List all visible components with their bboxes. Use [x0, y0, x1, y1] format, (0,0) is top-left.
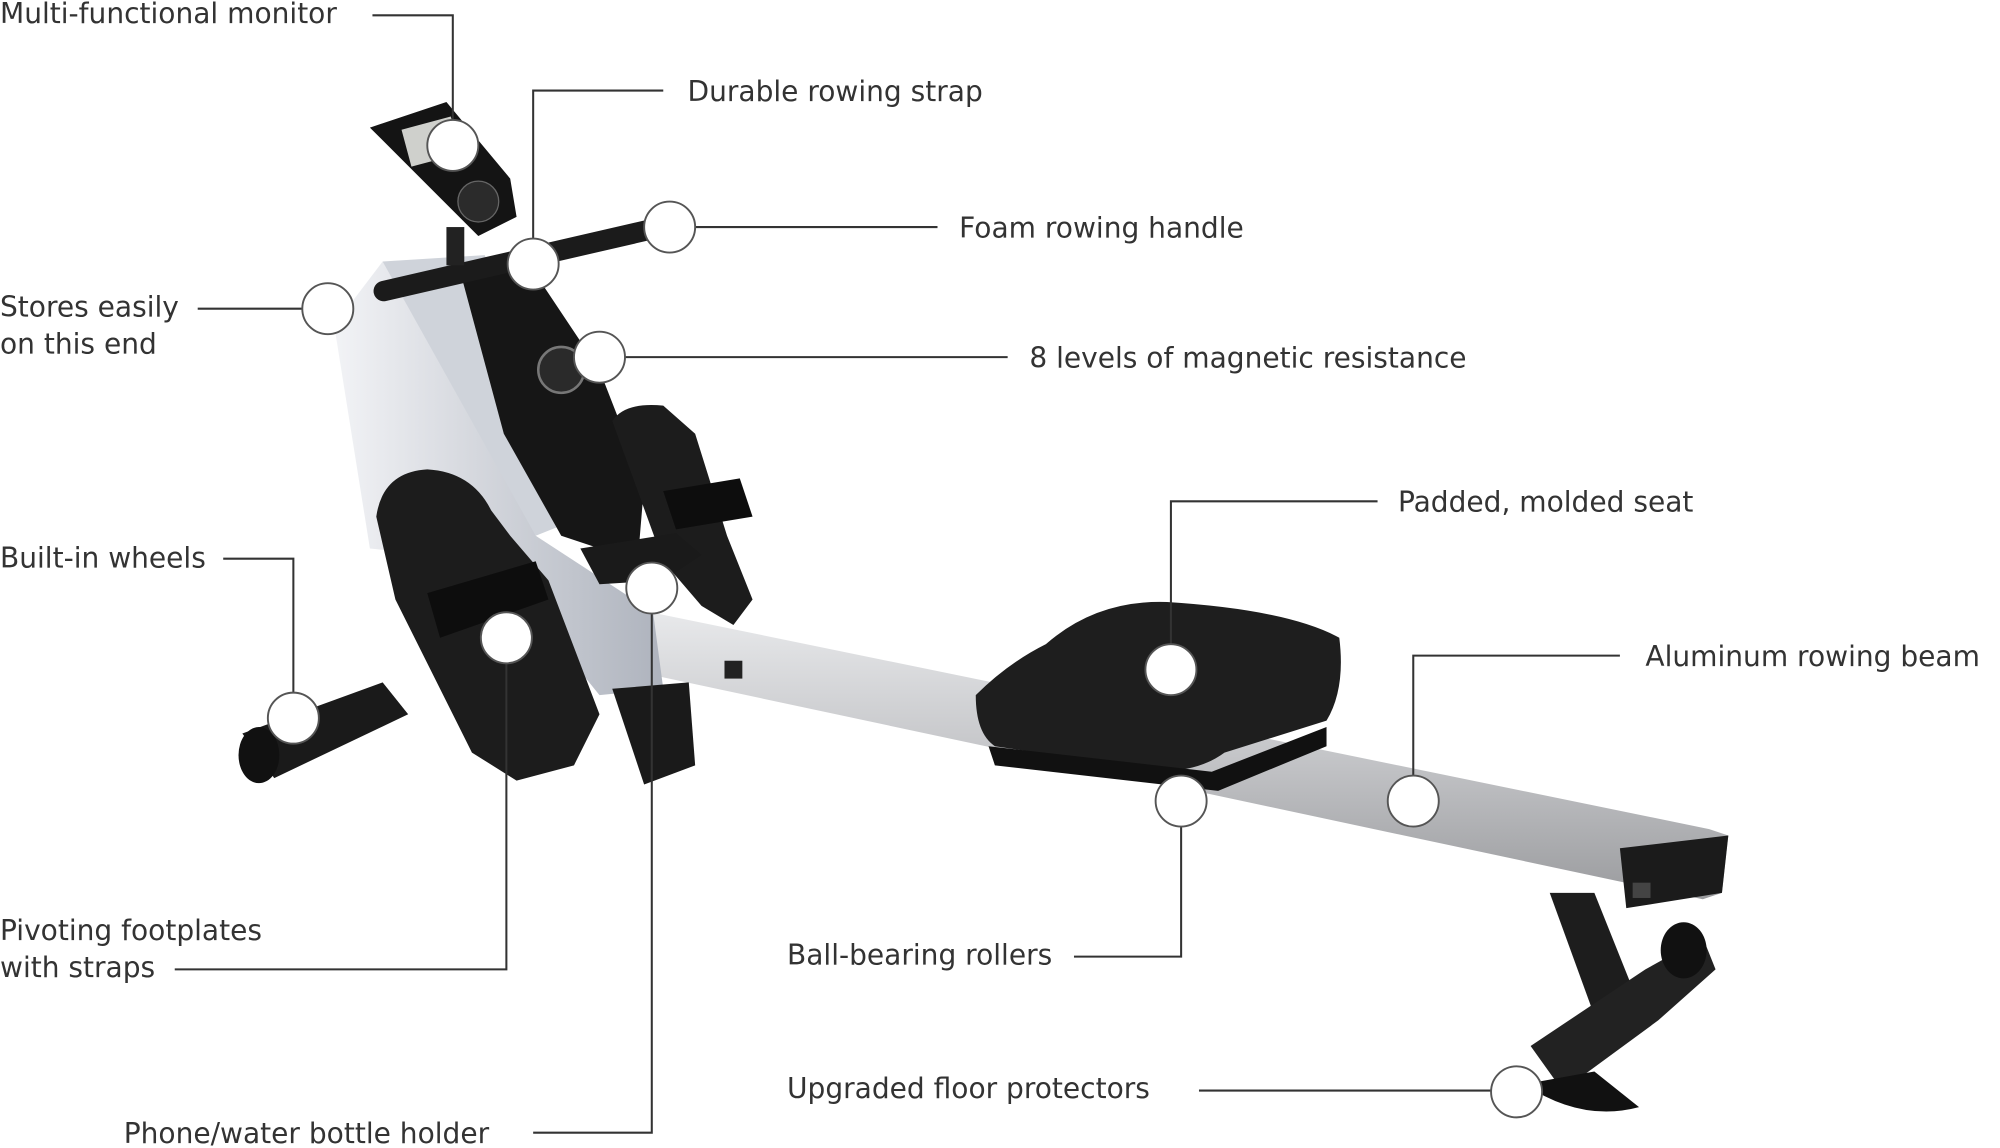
label-footplates-2: with straps	[0, 951, 155, 984]
marker-holder	[625, 561, 679, 615]
marker-rollers	[1154, 774, 1208, 828]
marker-handle	[643, 200, 697, 254]
marker-monitor	[426, 118, 480, 172]
label-beam: Aluminum rowing beam	[1645, 640, 1980, 673]
marker-footplates	[479, 611, 533, 665]
callout-lines	[174, 14, 1620, 1134]
label-footplates-1: Pivoting footplates	[0, 914, 262, 947]
label-holder: Phone/water bottle holder	[124, 1117, 490, 1148]
marker-strap	[506, 237, 560, 291]
label-monitor: Multi-functional monitor	[0, 0, 337, 30]
label-resistance: 8 levels of magnetic resistance	[1029, 341, 1466, 374]
label-seat: Padded, molded seat	[1398, 486, 1693, 519]
marker-seat	[1144, 643, 1198, 697]
callout-markers	[266, 118, 1544, 1119]
label-wheels: Built-in wheels	[0, 542, 206, 575]
label-rollers: Ball-bearing rollers	[787, 938, 1052, 971]
label-protectors: Upgraded floor protectors	[787, 1072, 1150, 1105]
label-handle: Foam rowing handle	[959, 211, 1244, 244]
marker-protectors	[1490, 1065, 1544, 1119]
label-storage-2: on this end	[0, 327, 157, 360]
label-storage-1: Stores easily	[0, 290, 179, 323]
label-strap: Durable rowing strap	[688, 75, 983, 108]
marker-resistance	[573, 330, 626, 384]
marker-wheels	[266, 691, 320, 745]
marker-beam	[1386, 774, 1440, 828]
marker-storage	[301, 282, 355, 336]
